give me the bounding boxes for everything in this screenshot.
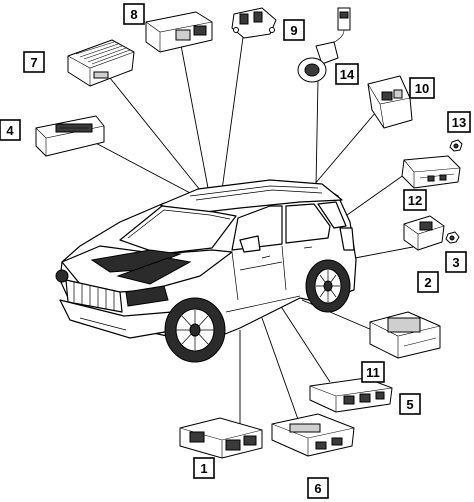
nut-icon	[449, 139, 463, 152]
callout-2: 2	[417, 271, 439, 293]
part-12	[401, 155, 461, 189]
callout-14: 14	[335, 63, 359, 85]
amplifier-icon	[67, 39, 135, 87]
sensor-module-icon	[403, 215, 445, 251]
callout-10: 10	[409, 77, 435, 99]
callout-4: 4	[0, 119, 21, 141]
ignition-switch-icon	[297, 7, 351, 83]
part-1	[179, 417, 263, 459]
callout-1-label: 1	[200, 461, 207, 476]
control-module-icon	[271, 413, 355, 457]
control-module-icon	[369, 311, 441, 359]
control-module-icon	[35, 115, 105, 157]
callout-11: 11	[361, 361, 385, 383]
callout-5-label: 5	[406, 397, 413, 412]
part-10	[367, 75, 413, 129]
callout-13-label: 13	[452, 115, 466, 130]
leader-12	[339, 171, 409, 221]
module-bracket-icon	[179, 417, 263, 459]
callout-6: 6	[307, 477, 329, 499]
callout-8: 8	[123, 3, 145, 25]
part-3	[445, 231, 460, 244]
part-13	[449, 139, 463, 152]
callout-10-label: 10	[415, 81, 429, 96]
callout-7: 7	[23, 51, 45, 73]
part-7	[67, 39, 135, 87]
sensor-module-icon	[231, 7, 277, 39]
callout-1: 1	[193, 457, 215, 479]
part-2	[403, 215, 445, 251]
callout-5: 5	[399, 393, 421, 415]
part-4	[35, 115, 105, 157]
callout-7-label: 7	[30, 55, 37, 70]
callout-4-label: 4	[6, 123, 14, 138]
callout-8-label: 8	[130, 7, 137, 22]
control-module-icon	[401, 155, 461, 189]
suv-icon	[55, 179, 357, 363]
callout-3-label: 3	[452, 255, 459, 270]
leader-8	[179, 39, 209, 189]
callout-3: 3	[445, 251, 467, 273]
leader-7	[109, 77, 201, 191]
leader-6	[261, 317, 301, 426]
callout-6-label: 6	[314, 481, 321, 496]
callout-2-label: 2	[424, 275, 431, 290]
part-5	[309, 377, 393, 413]
part-8	[145, 11, 213, 53]
callout-12: 12	[403, 189, 427, 211]
leader-9	[221, 29, 245, 191]
leader-lines	[89, 29, 419, 440]
control-module-icon	[367, 75, 413, 129]
callout-14-label: 14	[340, 67, 355, 82]
callout-13: 13	[447, 111, 471, 133]
leader-10	[307, 111, 377, 193]
control-module-icon	[145, 11, 213, 53]
part-9	[231, 7, 277, 39]
nut-icon	[445, 231, 460, 244]
callout-11-label: 11	[366, 365, 380, 380]
module-bracket-icon	[309, 377, 393, 413]
leader-14	[315, 79, 319, 187]
leader-4	[89, 139, 193, 195]
callout-12-label: 12	[408, 193, 422, 208]
part-14	[297, 7, 351, 83]
callout-9-label: 9	[290, 23, 297, 38]
callout-9: 9	[283, 19, 305, 41]
leader-5	[279, 304, 331, 383]
part-11	[369, 311, 441, 359]
leader-2	[354, 245, 419, 259]
part-6	[271, 413, 355, 457]
